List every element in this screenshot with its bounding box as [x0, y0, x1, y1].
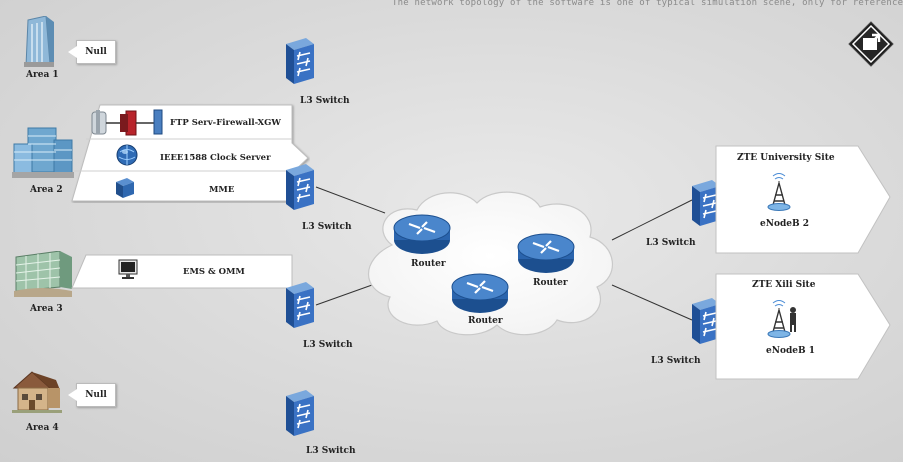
l3-switch-icon[interactable]	[284, 388, 316, 438]
area1-null-tag: Null	[68, 40, 116, 64]
ems-omm-label: EMS & OMM	[183, 267, 245, 277]
l3-switch-label-4: L3 Switch	[306, 446, 356, 456]
campus-building-icon[interactable]	[12, 250, 74, 299]
university-site-title: ZTE University Site	[737, 153, 835, 163]
l3-switch-label-6: L3 Switch	[651, 356, 701, 366]
university-site-panel	[715, 145, 891, 254]
l3-switch-icon[interactable]	[284, 162, 316, 212]
house-icon[interactable]	[12, 368, 62, 414]
l3-switch-icon[interactable]	[690, 178, 722, 228]
back-navigation-icon[interactable]	[848, 21, 894, 67]
router-bottom	[451, 271, 509, 315]
area2-label: Area 2	[30, 185, 63, 195]
globe-clock-server-icon[interactable]	[116, 144, 138, 166]
monitor-icon[interactable]	[118, 259, 138, 281]
xili-site-panel	[715, 273, 891, 380]
null-text: Null	[85, 47, 107, 57]
router-left	[393, 212, 451, 256]
router-left-label: Router	[411, 259, 446, 269]
l3-switch-icon[interactable]	[690, 296, 722, 346]
topology-note: The network topology of the software is …	[392, 0, 903, 8]
xili-site-title: ZTE Xili Site	[752, 280, 816, 290]
router-right-label: Router	[533, 278, 568, 288]
mme-cube-icon[interactable]	[113, 176, 137, 200]
area4-label: Area 4	[26, 423, 59, 433]
office-complex-icon[interactable]	[12, 126, 74, 180]
area4-null-tag: Null	[68, 383, 116, 407]
l3-switch-label-2: L3 Switch	[302, 222, 352, 232]
mme-label: MME	[209, 185, 235, 195]
office-building-icon[interactable]	[22, 15, 56, 68]
l3-switch-icon[interactable]	[284, 36, 316, 86]
l3-switch-label-5: L3 Switch	[646, 238, 696, 248]
l3-switch-label-1: L3 Switch	[300, 96, 350, 106]
ieee1588-clock-server-label: IEEE1588 Clock Server	[160, 153, 271, 163]
ftp-server-firewall-icon[interactable]	[90, 108, 166, 136]
l3-switch-label-3: L3 Switch	[303, 340, 353, 350]
cell-tower-icon[interactable]	[766, 171, 792, 211]
cell-tower-icon[interactable]	[766, 298, 800, 338]
router-bottom-label: Router	[468, 316, 503, 326]
area3-label: Area 3	[30, 304, 63, 314]
null-text: Null	[85, 390, 107, 400]
ftp-firewall-xgw-label: FTP Serv-Firewall-XGW	[170, 118, 281, 128]
enodeb-1-label: eNodeB 1	[766, 346, 815, 356]
enodeb-2-label: eNodeB 2	[760, 219, 809, 229]
l3-switch-icon[interactable]	[284, 280, 316, 330]
router-right	[517, 231, 575, 275]
area1-label: Area 1	[26, 70, 59, 80]
